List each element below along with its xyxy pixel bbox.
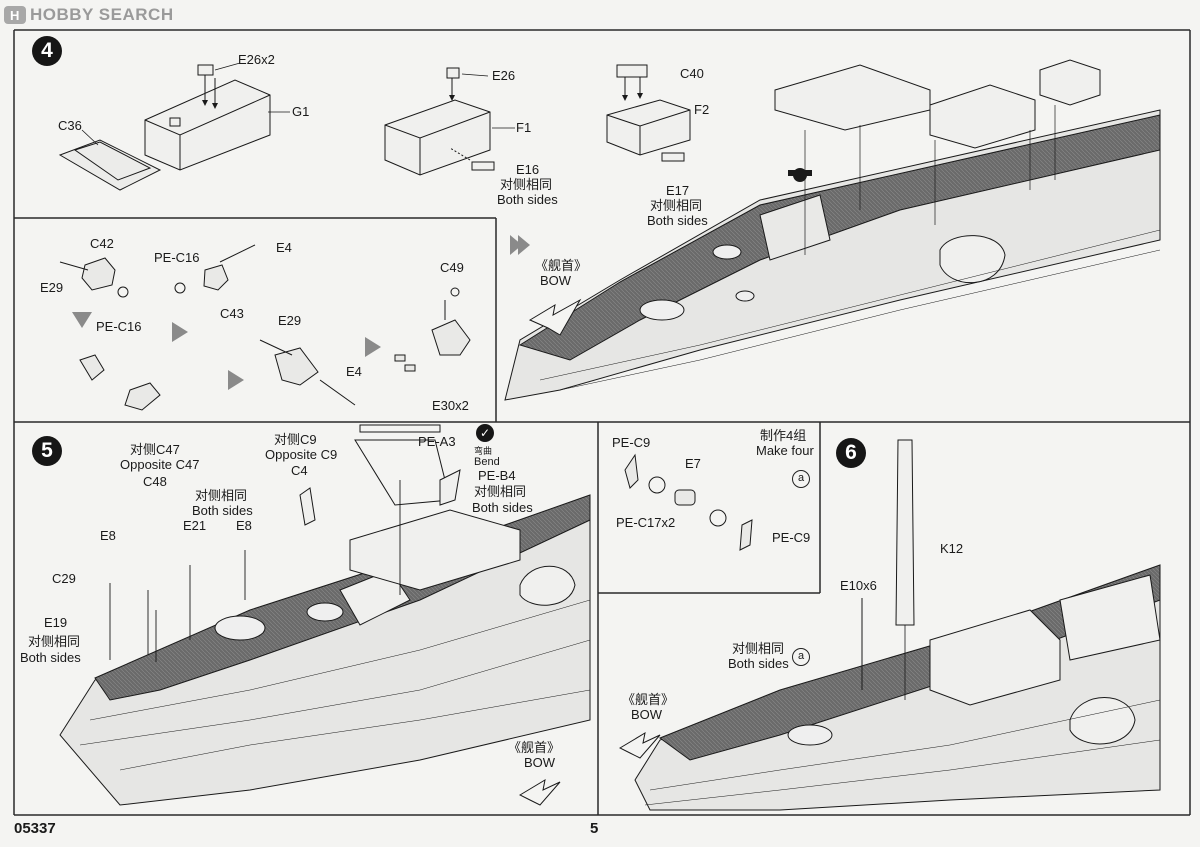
label-e26x2: E26x2 [238, 52, 275, 67]
hobbysearch-watermark: H HOBBY SEARCH [4, 4, 174, 26]
label-e19-en: Both sides [20, 650, 81, 665]
label-both-en-6: Both sides [728, 656, 789, 671]
hull-step4-drawing [504, 59, 1161, 401]
hobbysearch-logo-icon: H [4, 6, 26, 24]
page-number: 5 [590, 820, 599, 837]
hull-step5-drawing [59, 424, 591, 806]
gun-subassembly-drawings [59, 244, 471, 411]
label-c47-cn: 对侧C47 [130, 442, 180, 457]
label-c36: C36 [58, 118, 82, 133]
label-e10x6: E10x6 [840, 578, 877, 593]
label-f1: F1 [516, 120, 532, 135]
label-pe-a3: PE-A3 [418, 434, 456, 449]
label-c9-cn: 对侧C9 [274, 432, 317, 447]
checkmark-bend-icon: ✓ [476, 424, 494, 442]
label-pe-c17x2: PE-C17x2 [616, 515, 676, 530]
label-both2-cn-5: 对侧相同 [195, 488, 248, 503]
label-c49: C49 [440, 260, 464, 275]
label-e26: E26 [492, 68, 516, 83]
label-c48: C48 [143, 474, 167, 489]
label-e16-en: Both sides [497, 192, 558, 207]
callout-a-icon-step6: a [792, 648, 810, 666]
step-4-number: 4 [32, 36, 62, 66]
label-make-en: Make four [756, 443, 814, 458]
label-e7: E7 [685, 456, 701, 471]
label-make-cn: 制作4组 [760, 428, 807, 443]
step-5-number: 5 [32, 436, 62, 466]
label-e19: E19 [44, 615, 68, 630]
label-e17-en: Both sides [647, 213, 708, 228]
label-k12: K12 [940, 541, 964, 556]
hull-step6-drawing [618, 439, 1161, 811]
label-pe-c16-left: PE-C16 [96, 319, 142, 334]
label-e30x2: E30x2 [432, 398, 469, 413]
part-f1-drawing [384, 67, 495, 176]
label-e16: E16 [516, 162, 540, 177]
label-e29-left: E29 [40, 280, 64, 295]
label-both-en-5: Both sides [472, 500, 533, 515]
label-e16-cn: 对侧相同 [500, 177, 553, 192]
label-bow-en-5: BOW [524, 755, 556, 770]
label-bow-cn-4: 《舰首》 [535, 258, 588, 273]
step-6-number: 6 [836, 438, 866, 468]
label-both2-en-5: Both sides [192, 503, 253, 518]
label-bow-en-4: BOW [540, 273, 572, 288]
label-e17: E17 [666, 183, 690, 198]
label-bow-en-6: BOW [631, 707, 663, 722]
label-c47-en: Opposite C47 [120, 457, 200, 472]
label-pe-c9-top: PE-C9 [612, 435, 651, 450]
label-c40: C40 [680, 66, 704, 81]
label-bow-cn-5: 《舰首》 [508, 740, 561, 755]
label-e29-mid: E29 [278, 313, 302, 328]
label-pe-c9-bottom: PE-C9 [772, 530, 811, 545]
label-pe-c16-top: PE-C16 [154, 250, 200, 265]
label-f2: F2 [694, 102, 710, 117]
label-c42: C42 [90, 236, 114, 251]
label-e19-cn: 对侧相同 [28, 634, 81, 649]
label-bow-cn-6: 《舰首》 [622, 692, 675, 707]
watermark-text: HOBBY SEARCH [30, 5, 174, 24]
kit-number: 05337 [14, 820, 56, 837]
label-e17-cn: 对侧相同 [650, 198, 703, 213]
label-both-cn-5: 对侧相同 [474, 484, 527, 499]
label-e4-top: E4 [276, 240, 292, 255]
label-g1: G1 [292, 104, 310, 119]
label-e8-a: E8 [100, 528, 116, 543]
label-bend-cn: 弯曲 [474, 446, 493, 456]
label-e21: E21 [183, 518, 207, 533]
label-c9-en: Opposite C9 [265, 447, 338, 462]
label-c29: C29 [52, 571, 76, 586]
callout-a-icon: a [792, 470, 810, 488]
label-c4: C4 [291, 463, 308, 478]
part-g1-drawing [58, 64, 271, 191]
searchlight-subassembly-drawing [624, 453, 753, 551]
label-bend-en: Bend [474, 456, 500, 468]
part-f2-drawing [606, 64, 691, 162]
label-e8-b: E8 [236, 518, 252, 533]
label-both-cn-6: 对侧相同 [732, 641, 785, 656]
label-c43: C43 [220, 306, 244, 321]
label-e4-mid: E4 [346, 364, 362, 379]
label-pe-b4: PE-B4 [478, 468, 516, 483]
